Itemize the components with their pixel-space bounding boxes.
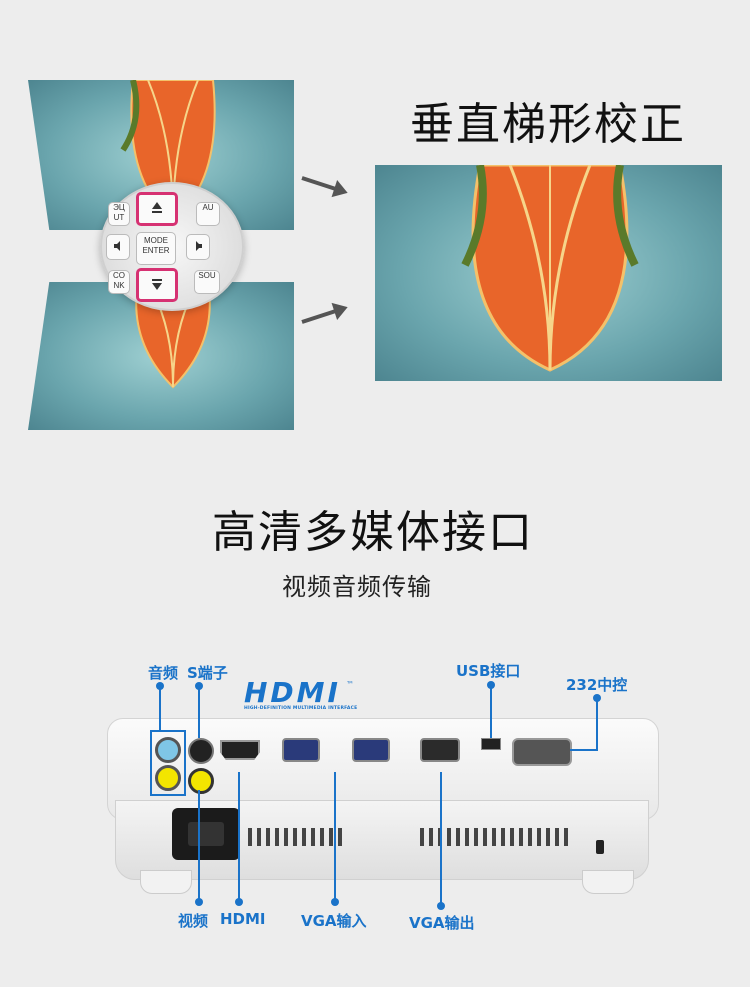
- vent-grille: [420, 828, 568, 846]
- corrected-image: [375, 165, 722, 381]
- video-port: [155, 765, 181, 791]
- remote-key-right-bottom: SOU: [194, 270, 220, 294]
- audio-video-port-box: [150, 730, 186, 796]
- callout-line-vga-out: [440, 772, 442, 906]
- hdmi-section-subtitle: 视频音频传输: [282, 573, 432, 601]
- svideo-port: [188, 738, 214, 764]
- hdmi-port: [220, 740, 260, 760]
- rs232-port: [512, 738, 572, 766]
- projector-foot-left: [140, 870, 192, 894]
- vga-in-port-1: [282, 738, 320, 762]
- arrow-icon: [301, 306, 345, 324]
- callout-dot: [487, 681, 495, 689]
- callout-dot: [195, 898, 203, 906]
- remote-key-up: [136, 192, 178, 226]
- label-hdmi: HDMI: [220, 910, 266, 928]
- callout-dot: [156, 682, 164, 690]
- callout-dot: [235, 898, 243, 906]
- triangle-up-icon: [152, 202, 162, 213]
- speaker-plus-icon: [196, 241, 202, 251]
- remote-key-left-bottom: CO NK: [108, 270, 130, 294]
- usb-port: [481, 738, 501, 750]
- label-vga-out: VGA输出: [409, 914, 475, 932]
- callout-line-usb: [490, 684, 492, 738]
- hdmi-logo: HDMI ™ HIGH-DEFINITION MULTIMEDIA INTERF…: [244, 676, 358, 712]
- callout-dot: [593, 694, 601, 702]
- remote-key-left: [106, 234, 130, 260]
- power-socket: [172, 808, 240, 860]
- callout-line-audio: [159, 686, 161, 730]
- callout-dot: [331, 898, 339, 906]
- label-audio: 音频: [148, 664, 179, 682]
- keystone-title: 垂直梯形校正: [410, 99, 686, 150]
- callout-line-svideo: [198, 686, 200, 738]
- callout-line-video: [198, 790, 200, 902]
- speaker-minus-icon: [114, 241, 120, 251]
- vga-in-port-2: [352, 738, 390, 762]
- callout-line-rs232-v: [596, 698, 598, 750]
- vga-out-port: [420, 738, 460, 762]
- remote-key-mode-enter: MODE ENTER: [136, 232, 176, 265]
- projector-foot-right: [582, 870, 634, 894]
- video-rca-port: [188, 768, 214, 794]
- callout-line-rs232-h: [570, 749, 598, 751]
- arrow-icon: [301, 176, 345, 194]
- triangle-down-icon: [152, 279, 162, 290]
- label-usb: USB接口: [456, 662, 521, 680]
- remote-key-right: [186, 234, 210, 260]
- remote-key-left-top: ЭЦ UT: [108, 202, 130, 226]
- remote-closeup: ЭЦ UT AU MODE ENTER CO NK SOU: [100, 182, 244, 311]
- callout-line-hdmi: [238, 772, 240, 902]
- remote-key-down: [136, 268, 178, 302]
- remote-key-right-top: AU: [196, 202, 220, 226]
- kensington-lock: [596, 840, 604, 854]
- callout-line-vga-in: [334, 772, 336, 902]
- callout-dot: [195, 682, 203, 690]
- label-svideo: S端子: [187, 664, 228, 682]
- label-vga-in: VGA输入: [301, 912, 367, 930]
- hdmi-section-title: 高清多媒体接口: [212, 507, 534, 558]
- flower-icon: [461, 165, 639, 372]
- audio-port: [155, 737, 181, 763]
- callout-dot: [437, 902, 445, 910]
- label-video: 视频: [178, 912, 209, 930]
- label-rs232: 232中控: [566, 676, 628, 694]
- vent-grille: [248, 828, 342, 846]
